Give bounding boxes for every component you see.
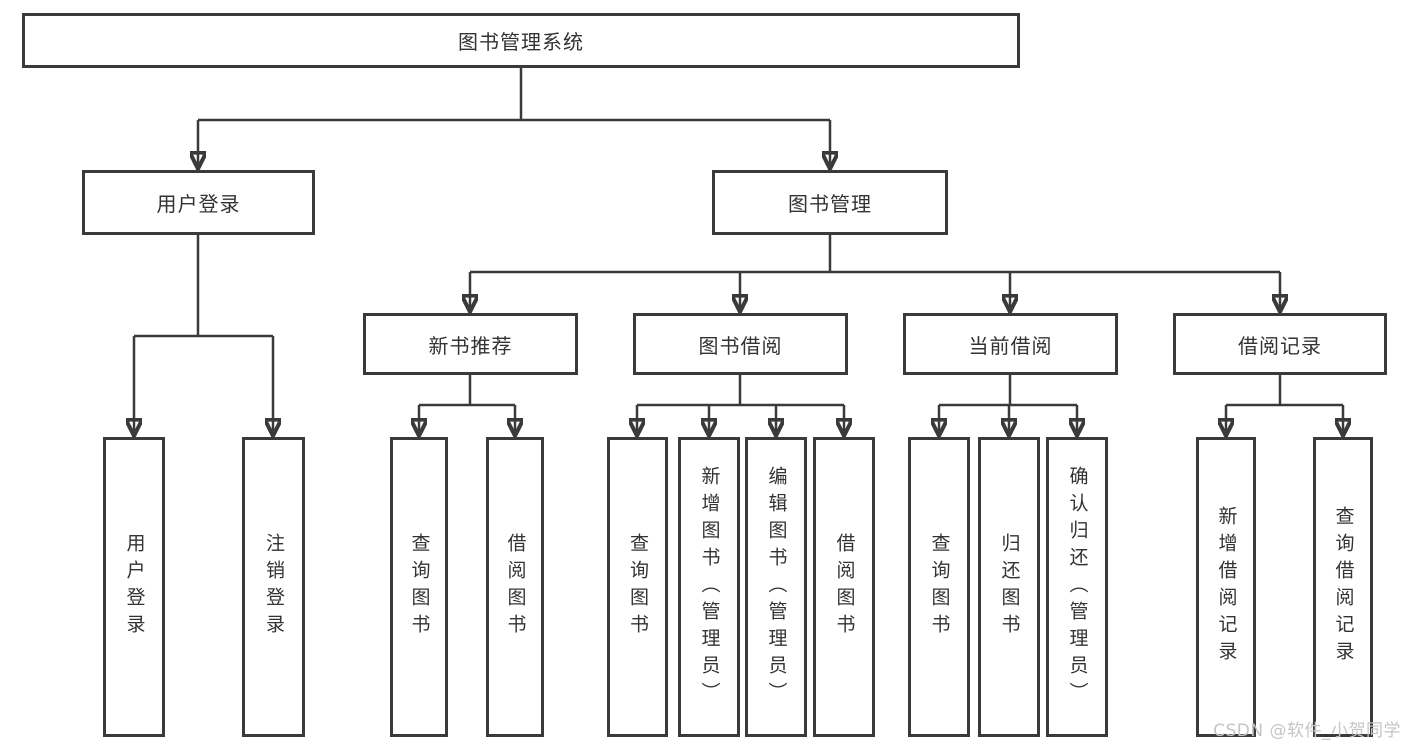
leaf-label: 确认归还（管理员） xyxy=(1066,465,1089,709)
node-book-management: 图书管理 xyxy=(712,170,948,235)
leaf-user-login: 用户登录 xyxy=(103,437,165,737)
leaf-label: 借阅图书 xyxy=(833,533,856,641)
leaf-label: 查询借阅记录 xyxy=(1332,506,1355,668)
leaf-add-book-admin: 新增图书（管理员） xyxy=(678,437,740,737)
leaf-query-book: 查询图书 xyxy=(607,437,668,737)
leaf-borrow-book: 借阅图书 xyxy=(486,437,544,737)
leaf-query-book: 查询图书 xyxy=(390,437,448,737)
leaf-label: 注销登录 xyxy=(263,533,285,641)
node-current-borrow: 当前借阅 xyxy=(903,313,1118,375)
leaf-label: 借阅图书 xyxy=(504,533,527,641)
leaf-label: 查询图书 xyxy=(408,533,431,641)
node-new-book-recommend: 新书推荐 xyxy=(363,313,578,375)
leaf-query-book: 查询图书 xyxy=(908,437,970,737)
leaf-label: 查询图书 xyxy=(627,533,649,641)
leaf-label: 编辑图书（管理员） xyxy=(765,465,788,709)
leaf-label: 新增图书（管理员） xyxy=(698,465,721,709)
node-book-borrow: 图书借阅 xyxy=(633,313,848,375)
node-borrow-records: 借阅记录 xyxy=(1173,313,1387,375)
leaf-query-borrow-record: 查询借阅记录 xyxy=(1313,437,1373,737)
leaf-label: 归还图书 xyxy=(998,533,1021,641)
leaf-label: 用户登录 xyxy=(123,533,146,641)
leaf-logout: 注销登录 xyxy=(242,437,305,737)
node-user-login: 用户登录 xyxy=(82,170,315,235)
leaf-return-book: 归还图书 xyxy=(978,437,1040,737)
node-root-system: 图书管理系统 xyxy=(22,13,1020,68)
csdn-watermark: CSDN @软件_小贺同学 xyxy=(1213,721,1401,741)
leaf-borrow-book: 借阅图书 xyxy=(813,437,875,737)
leaf-edit-book-admin: 编辑图书（管理员） xyxy=(745,437,807,737)
leaf-add-borrow-record: 新增借阅记录 xyxy=(1196,437,1256,737)
leaf-confirm-return-admin: 确认归还（管理员） xyxy=(1046,437,1108,737)
leaf-label: 新增借阅记录 xyxy=(1215,506,1238,668)
leaf-label: 查询图书 xyxy=(928,533,951,641)
